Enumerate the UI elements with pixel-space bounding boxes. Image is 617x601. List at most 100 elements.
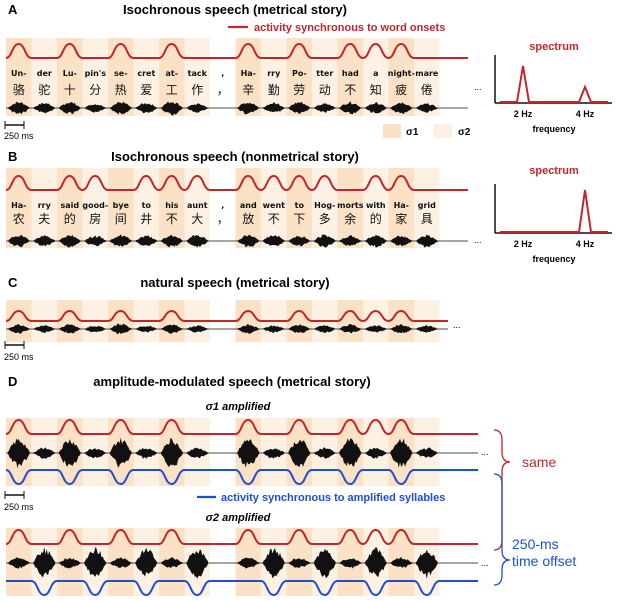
syllable-band	[184, 168, 210, 248]
syllable-waveform	[313, 447, 336, 459]
syllable-label: ,	[221, 69, 224, 78]
syllable-waveform	[109, 234, 132, 247]
scale-label-c: 250 ms	[4, 352, 34, 362]
syllable-label: 辛	[242, 83, 254, 97]
syllable-waveform	[7, 234, 30, 248]
panel-b-letter: B	[8, 149, 17, 164]
syllable-waveform	[84, 235, 107, 247]
syllable-label: 的	[370, 211, 382, 226]
speech-waveform-b	[6, 234, 468, 248]
syllable-waveform	[313, 325, 336, 333]
syllable-band	[159, 300, 185, 342]
syllable-label: 不	[166, 212, 178, 226]
syllable-waveform	[390, 102, 413, 115]
syllable-waveform	[186, 103, 209, 113]
syllable-waveform	[288, 101, 311, 115]
syllable-waveform	[84, 104, 107, 113]
spectrum-b-line	[500, 189, 608, 233]
syllable-band	[57, 300, 83, 342]
syllable-waveform	[135, 103, 158, 114]
syllable-waveform	[237, 324, 260, 334]
panel-d-title: amplitude-modulated speech (metrical sto…	[93, 374, 370, 389]
syllable-label: rry	[267, 69, 281, 78]
spectrum-b: spectrum 2 Hz 4 Hz frequency	[494, 165, 612, 264]
syllable-waveform	[7, 557, 30, 569]
syllable-waveform	[237, 439, 260, 468]
panel-d: D amplitude-modulated speech (metrical s…	[4, 374, 576, 597]
syllable-label: 作	[191, 83, 203, 97]
spectrum-a-title: spectrum	[529, 41, 579, 53]
syllable-band	[337, 300, 363, 342]
syllable-label: Un-	[11, 69, 27, 78]
syllable-waveform	[109, 557, 132, 568]
sigma1-label: σ1	[406, 127, 419, 138]
syllable-waveform	[135, 447, 158, 459]
syllable-band	[31, 168, 57, 248]
sigma1-swatch	[383, 124, 401, 138]
panel-b: B Isochronous speech (nonmetrical story)…	[5, 149, 612, 264]
syllable-waveform	[415, 234, 438, 248]
syllable-label: 热	[115, 83, 127, 97]
syllable-waveform	[313, 548, 336, 579]
syllable-label: 下	[293, 212, 305, 226]
sigma2-amplified-label: σ2 amplified	[206, 512, 271, 524]
spectrum-a-xlabel: frequency	[532, 124, 575, 134]
syllable-band	[363, 168, 389, 248]
syllable-label: 间	[115, 212, 127, 226]
syllable-label: 余	[344, 211, 356, 226]
syllable-waveform	[109, 101, 132, 115]
syllable-waveform	[390, 557, 413, 568]
syllable-label: 夫	[38, 212, 50, 226]
syllable-waveform	[339, 438, 362, 467]
syllable-band	[312, 168, 338, 248]
syllable-label: night-	[388, 69, 415, 78]
syllable-band	[6, 168, 32, 248]
syllable-waveform	[7, 101, 30, 115]
syllable-waveform	[313, 234, 336, 248]
syllable-waveform	[364, 447, 387, 459]
syllable-waveform	[288, 440, 311, 467]
syllable-label: Ha-	[11, 201, 26, 210]
syllable-waveform	[160, 234, 183, 248]
syllable-label: mare	[415, 69, 439, 78]
syllable-waveform	[339, 235, 362, 246]
syllable-waveform	[58, 324, 81, 334]
syllable-label: 农	[13, 212, 25, 226]
syllable-waveform	[33, 102, 56, 114]
syllable-waveform	[160, 101, 183, 116]
syllable-label: tter	[316, 69, 333, 78]
syllable-label: 分	[89, 83, 101, 97]
panel-c-letter: C	[8, 275, 18, 290]
syllable-label: rry	[38, 201, 52, 210]
syllable-waveform	[262, 325, 285, 333]
amplified-syllable-activity-d1	[5, 469, 478, 486]
syllable-band	[6, 300, 32, 342]
syllable-waveform	[33, 325, 56, 333]
word-onset-activity-b	[5, 174, 468, 192]
spectrum-a-tick-4hz: 4 Hz	[576, 109, 595, 119]
syllable-waveform	[186, 325, 209, 333]
word-onset-activity-d1	[5, 418, 478, 436]
syllable-waveform	[364, 102, 387, 114]
ellipsis-d2: ...	[481, 558, 489, 568]
word-onset-activity-c	[5, 309, 448, 323]
ellipsis-b: ...	[474, 235, 482, 245]
syllable-label: Po-	[292, 69, 307, 78]
chinese-syllables-a: 骆驼十分热爱工作，辛勤劳动不知疲倦	[13, 82, 433, 97]
syllable-label: bye	[113, 201, 130, 210]
syllable-waveform	[339, 324, 362, 334]
syllable-waveform	[84, 547, 107, 577]
syllable-label: tack	[188, 69, 208, 78]
syllable-waveform	[33, 447, 56, 459]
syllable-waveform	[262, 102, 285, 113]
syllable-waveform	[390, 324, 413, 334]
syllable-band	[286, 300, 312, 342]
syllable-waveform	[186, 549, 209, 579]
syllable-waveform	[160, 438, 183, 467]
syllable-label: ，	[217, 83, 229, 97]
syllable-label: to	[295, 201, 305, 210]
syllable-waveform	[364, 325, 387, 333]
syllable-waveform	[339, 101, 362, 115]
syllable-label: a	[373, 69, 378, 78]
